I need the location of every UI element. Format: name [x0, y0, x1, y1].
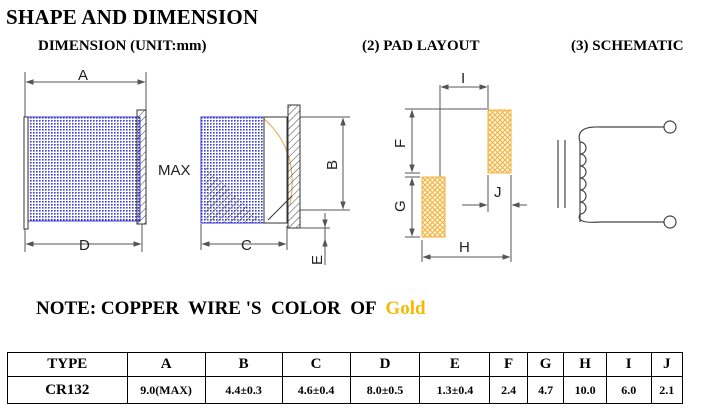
- dimension-table: TYPE A B C D E F G H I J CR132 9.0(MAX) …: [7, 352, 684, 404]
- header-i: I: [605, 352, 652, 377]
- inductor-schematic: [557, 120, 677, 229]
- header-b: B: [204, 352, 283, 377]
- header-d: D: [349, 352, 421, 377]
- cell-b: 4.4±0.3: [204, 376, 283, 404]
- header-j: J: [650, 352, 684, 377]
- dim-label-d: D: [79, 237, 90, 254]
- dimension-heading: DIMENSION (UNIT:mm): [38, 38, 207, 54]
- note-text: NOTE: COPPER WIRE 'S COLOR OF: [36, 298, 376, 319]
- technical-drawing: A D MAX C B E: [23, 67, 677, 265]
- cell-d: 8.0±0.5: [349, 376, 421, 404]
- dim-label-a: A: [78, 67, 88, 84]
- cell-type: CR132: [7, 376, 128, 404]
- wire-color-name: Gold: [385, 298, 426, 319]
- cell-f: 2.4: [489, 376, 528, 404]
- dim-label-b: B: [324, 160, 341, 170]
- header-c: C: [281, 352, 351, 377]
- cell-i: 6.0: [605, 376, 652, 404]
- header-f: F: [489, 352, 528, 377]
- dim-label-e: E: [309, 255, 326, 265]
- cell-g: 4.7: [526, 376, 565, 404]
- header-type: TYPE: [7, 352, 128, 377]
- copper-wire-note: NOTE: COPPER WIRE 'S COLOR OF Gold: [36, 298, 426, 320]
- dim-label-i: I: [461, 70, 465, 87]
- front-view: [23, 72, 147, 252]
- dim-label-j: J: [494, 184, 502, 201]
- dim-label-f: F: [392, 139, 409, 148]
- cell-c: 4.6±0.4: [281, 376, 351, 404]
- header-g: G: [526, 352, 565, 377]
- header-a: A: [126, 352, 206, 377]
- dim-label-h: H: [459, 239, 470, 256]
- cell-h: 10.0: [563, 376, 607, 404]
- cell-e: 1.3±0.4: [419, 376, 491, 404]
- side-view: [200, 104, 350, 265]
- dim-label-c: C: [241, 237, 252, 254]
- cell-a: 9.0(MAX): [126, 376, 206, 404]
- dim-label-g: G: [392, 200, 409, 212]
- pad-layout-heading: (2) PAD LAYOUT: [362, 38, 480, 54]
- dim-label-max: MAX: [158, 162, 191, 179]
- schematic-heading: (3) SCHEMATIC: [571, 38, 684, 54]
- table-row: CR132 9.0(MAX) 4.4±0.3 4.6±0.4 8.0±0.5 1…: [7, 376, 684, 404]
- header-e: E: [419, 352, 491, 377]
- cell-j: 2.1: [650, 376, 684, 404]
- header-h: H: [563, 352, 607, 377]
- page-title: SHAPE AND DIMENSION: [6, 5, 259, 29]
- pad-layout-drawing: [405, 84, 527, 262]
- table-header-row: TYPE A B C D E F G H I J: [7, 352, 684, 377]
